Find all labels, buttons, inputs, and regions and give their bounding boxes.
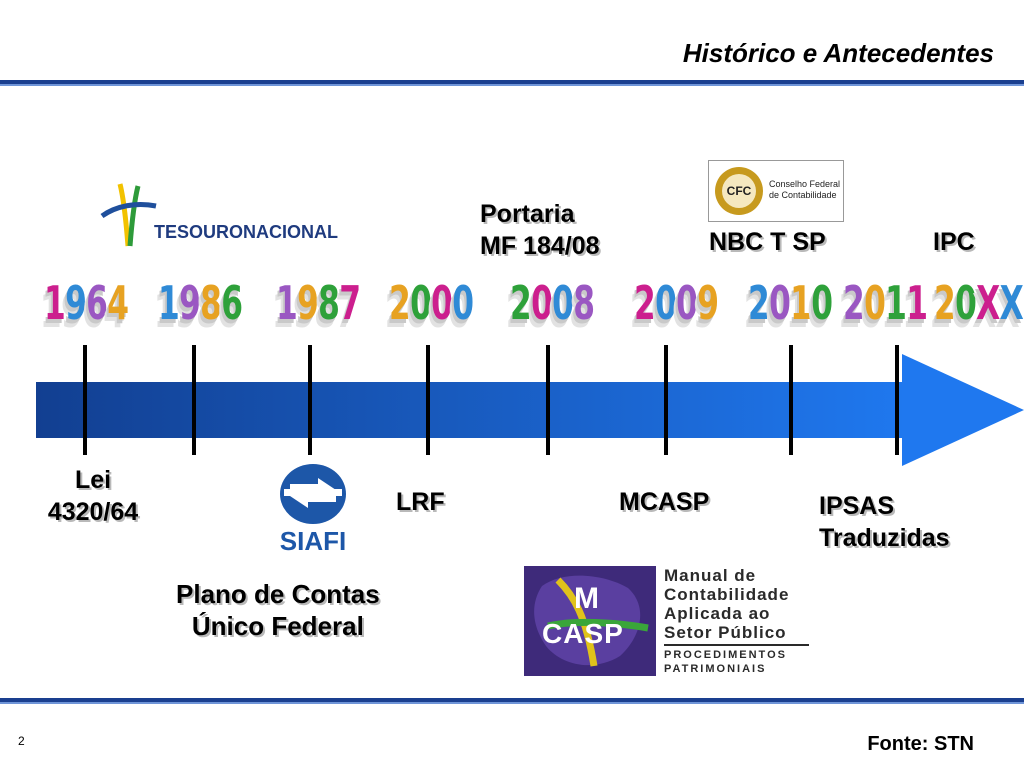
year-digit: 1 [276,276,298,330]
cfc-name-line2: de Contabilidade [769,190,837,200]
lrf-label: LRF [396,488,445,516]
year-digit: 8 [318,276,340,330]
year-digit: 6 [221,276,243,330]
year-digit: 2 [748,276,770,330]
brazil-map-icon [534,575,649,667]
mcasp-mark: M CASP [524,566,656,676]
year-digit: 9 [65,276,87,330]
tesouro-bird-icon [100,183,157,247]
year-stamp: 2000 [389,276,474,330]
year-stamp: 1964 [44,276,129,330]
tick-2009 [664,345,668,455]
tick-2010 [789,345,793,455]
page-number: 2 [18,734,25,748]
ipc-label: IPC [933,228,975,256]
year-stamp: 1986 [158,276,243,330]
year-digit: 9 [179,276,201,330]
siafi-emblem-icon [280,464,346,524]
nbc-label: NBC T SP [709,228,826,256]
portaria-label: Portaria MF 184/08 [480,200,600,260]
year-digit: 1 [44,276,66,330]
mcasp-line4: Setor Público [664,623,787,642]
plano-de-contas-label: Plano de Contas Único Federal [176,579,380,641]
tick-2011 [895,345,899,455]
cfc-badge: CFC [722,174,756,208]
year-stamp: 1987 [276,276,361,330]
mcasp-line3: Aplicada ao [664,604,771,623]
footer-rule-light [0,702,1024,704]
cfc-logo: CFC Conselho Federal de Contabilidade [708,160,844,222]
year-digit: 0 [811,276,833,330]
year-stamp: 20XX [934,276,1024,330]
year-digit: 0 [864,276,886,330]
mcasp-mark-m: M [574,582,599,615]
year-digit: 6 [86,276,108,330]
siafi-logo: SIAFI [268,462,358,556]
year-digit: 0 [552,276,574,330]
mcasp-mark-casp: CASP [542,618,624,649]
year-digit: 0 [431,276,453,330]
year-digit: 8 [573,276,595,330]
year-digit: 0 [955,276,977,330]
year-digit: 8 [200,276,222,330]
mcasp-manual-logo: M CASP Manual de Contabilidade Aplicada … [524,566,814,676]
year-digit: 0 [452,276,474,330]
year-digit: 0 [769,276,791,330]
mcasp-line5: PROCEDIMENTOS [664,649,787,661]
nacional-word: NACIONAL [243,222,339,242]
year-digit: 2 [843,276,865,330]
header-rule [0,80,1024,84]
year-digit: 1 [790,276,812,330]
tick-2008 [546,345,550,455]
tick-1986 [192,345,196,455]
mcasp-line1: Manual de [664,566,757,585]
mcasp-label: MCASP [619,488,710,516]
year-digit: 1 [158,276,180,330]
mcasp-line2: Contabilidade [664,585,790,604]
mcasp-line6: PATRIMONIAIS [664,663,767,675]
year-digit: 2 [934,276,956,330]
lei-label: Lei 4320/64 [47,466,139,526]
year-digit: 2 [510,276,532,330]
header-rule-light [0,84,1024,86]
ipsas-label: IPSAS Traduzidas [819,492,950,552]
tesouro-nacional-logo: TESOURONACIONAL [98,180,338,250]
year-digit: 0 [531,276,553,330]
year-digit: 0 [655,276,677,330]
cfc-seal-icon: CFC [715,167,763,215]
year-digit: 0 [410,276,432,330]
year-digit: 1 [885,276,907,330]
tick-1964 [83,345,87,455]
year-digit: 2 [389,276,411,330]
source-note: Fonte: STN [867,733,974,755]
year-digit: X [999,276,1024,330]
tick-2000 [426,345,430,455]
year-digit: 2 [634,276,656,330]
year-digit: 9 [697,276,719,330]
year-digit: 7 [339,276,361,330]
tesouro-word: TESOURO [154,222,244,242]
year-stamp: 2008 [510,276,595,330]
tick-1987 [308,345,312,455]
year-digit: 4 [107,276,129,330]
footer-rule [0,698,1024,702]
year-stamp: 2009 [634,276,719,330]
page-title: Histórico e Antecedentes [682,38,994,68]
cfc-name-line1: Conselho Federal [769,179,841,189]
year-stamp: 2011 [843,276,928,330]
year-digit: 0 [676,276,698,330]
year-digit: 9 [297,276,319,330]
siafi-wordmark: SIAFI [279,526,347,556]
year-digit: X [976,276,1000,330]
year-stamp: 2010 [748,276,833,330]
year-digit: 1 [906,276,928,330]
timeline-arrow [36,354,1024,466]
